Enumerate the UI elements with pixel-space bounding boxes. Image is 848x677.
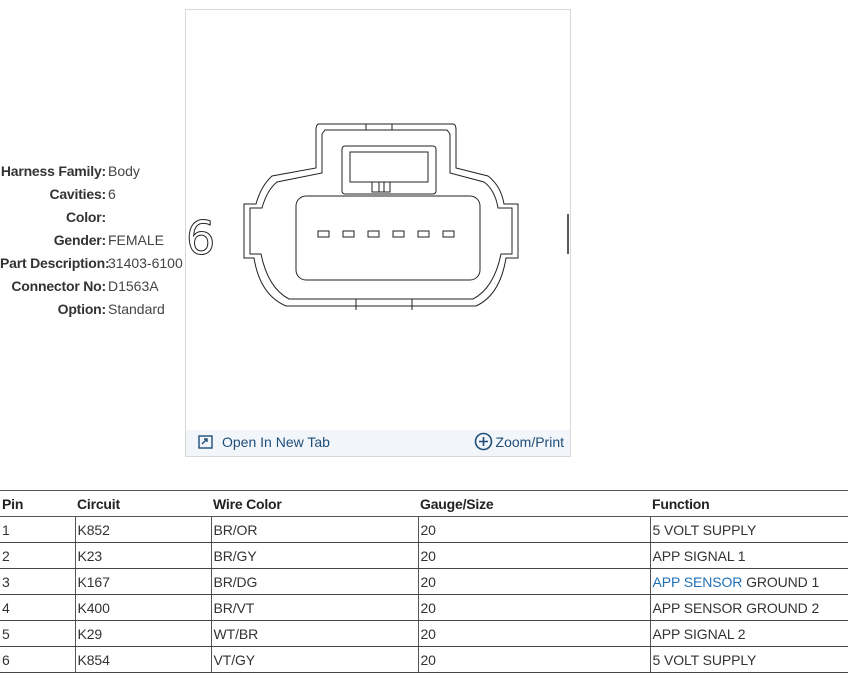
cell-pin: 5 xyxy=(0,620,75,647)
spec-part-description: Part Description:31403-6100 xyxy=(0,255,183,271)
spec-cavities: Cavities:6 xyxy=(49,186,116,202)
zoom-print-label: Zoom/Print xyxy=(495,433,564,450)
spec-gender: Gender:FEMALE xyxy=(53,232,165,248)
connector-diagram: 6 xyxy=(186,123,569,310)
viewer-footer: Open In New Tab Zoom/Print xyxy=(186,430,570,456)
header-pin: Pin xyxy=(0,490,75,517)
zoom-plus-icon xyxy=(474,432,492,451)
cell-circuit: K23 xyxy=(74,542,211,569)
open-in-new-tab-label: Open In New Tab xyxy=(222,434,330,450)
cell-gauge: 20 xyxy=(417,594,650,621)
table-row: 6 K854 VT/GY 20 5 VOLT SUPPLY xyxy=(0,646,848,673)
function-link[interactable]: APP SENSOR xyxy=(652,573,743,590)
cell-pin: 2 xyxy=(0,542,75,569)
header-function: Function xyxy=(650,490,848,517)
cavity-count-label: 6 xyxy=(186,211,215,265)
table-header-row: Pin Circuit Wire Color Gauge/Size Functi… xyxy=(0,490,848,517)
cell-circuit: K852 xyxy=(74,516,211,543)
cell-function: 5 VOLT SUPPLY xyxy=(649,516,848,543)
cell-gauge: 20 xyxy=(417,646,650,673)
cell-pin: 3 xyxy=(0,568,75,595)
cell-function: APP SIGNAL 1 xyxy=(649,542,848,569)
header-circuit: Circuit xyxy=(75,490,211,517)
cell-circuit: K854 xyxy=(74,646,211,673)
table-row: 4 K400 BR/VT 20 APP SENSOR GROUND 2 xyxy=(0,594,848,621)
function-text: APP SENSOR GROUND 2 xyxy=(652,599,820,616)
spec-connector-no: Connector No:D1563A xyxy=(11,278,159,294)
header-gauge-size: Gauge/Size xyxy=(418,490,650,517)
cell-function: APP SENSOR GROUND 2 xyxy=(649,594,848,621)
cell-wire-color: BR/OR xyxy=(210,516,418,543)
cell-wire-color: BR/DG xyxy=(210,568,418,595)
zoom-print-link[interactable]: Zoom/Print xyxy=(474,432,564,451)
cell-gauge: 20 xyxy=(417,568,650,595)
cell-function: APP SIGNAL 2 xyxy=(649,620,848,647)
cell-function: APP SENSOR GROUND 1 xyxy=(649,568,848,595)
open-new-tab-icon xyxy=(198,435,213,449)
cell-wire-color: BR/VT xyxy=(210,594,418,621)
cell-circuit: K29 xyxy=(74,620,211,647)
cell-wire-color: VT/GY xyxy=(210,646,418,673)
function-text: APP SIGNAL 2 xyxy=(652,625,746,642)
function-text: 5 VOLT SUPPLY xyxy=(652,651,757,668)
cell-gauge: 20 xyxy=(417,542,650,569)
cell-circuit: K167 xyxy=(74,568,211,595)
table-row: 2 K23 BR/GY 20 APP SIGNAL 1 xyxy=(0,542,848,569)
open-in-new-tab-link[interactable]: Open In New Tab xyxy=(198,434,330,450)
connector-viewer[interactable]: 6 Open In New Tab Zoom/Print xyxy=(185,9,571,457)
cell-wire-color: BR/GY xyxy=(210,542,418,569)
spec-harness-family: Harness Family:Body xyxy=(0,163,140,179)
header-wire-color: Wire Color xyxy=(211,490,418,517)
cell-gauge: 20 xyxy=(417,620,650,647)
function-text: APP SIGNAL 1 xyxy=(652,547,746,564)
cell-pin: 4 xyxy=(0,594,75,621)
function-text: GROUND 1 xyxy=(742,573,820,590)
spec-option: Option:Standard xyxy=(57,301,165,317)
cell-pin: 1 xyxy=(0,516,75,543)
cell-wire-color: WT/BR xyxy=(210,620,418,647)
cell-circuit: K400 xyxy=(74,594,211,621)
spec-color: Color: xyxy=(65,209,106,225)
table-row: 3 K167 BR/DG 20 APP SENSOR GROUND 1 xyxy=(0,568,848,595)
cell-function: 5 VOLT SUPPLY xyxy=(649,646,848,673)
function-text: 5 VOLT SUPPLY xyxy=(652,521,757,538)
connector-specs: Harness Family:Body Cavities:6 Color: Ge… xyxy=(0,160,190,321)
cell-gauge: 20 xyxy=(417,516,650,543)
cell-pin: 6 xyxy=(0,646,75,673)
table-row: 1 K852 BR/OR 20 5 VOLT SUPPLY xyxy=(0,516,848,543)
table-row: 5 K29 WT/BR 20 APP SIGNAL 2 xyxy=(0,620,848,647)
pin-table: Pin Circuit Wire Color Gauge/Size Functi… xyxy=(0,490,848,673)
